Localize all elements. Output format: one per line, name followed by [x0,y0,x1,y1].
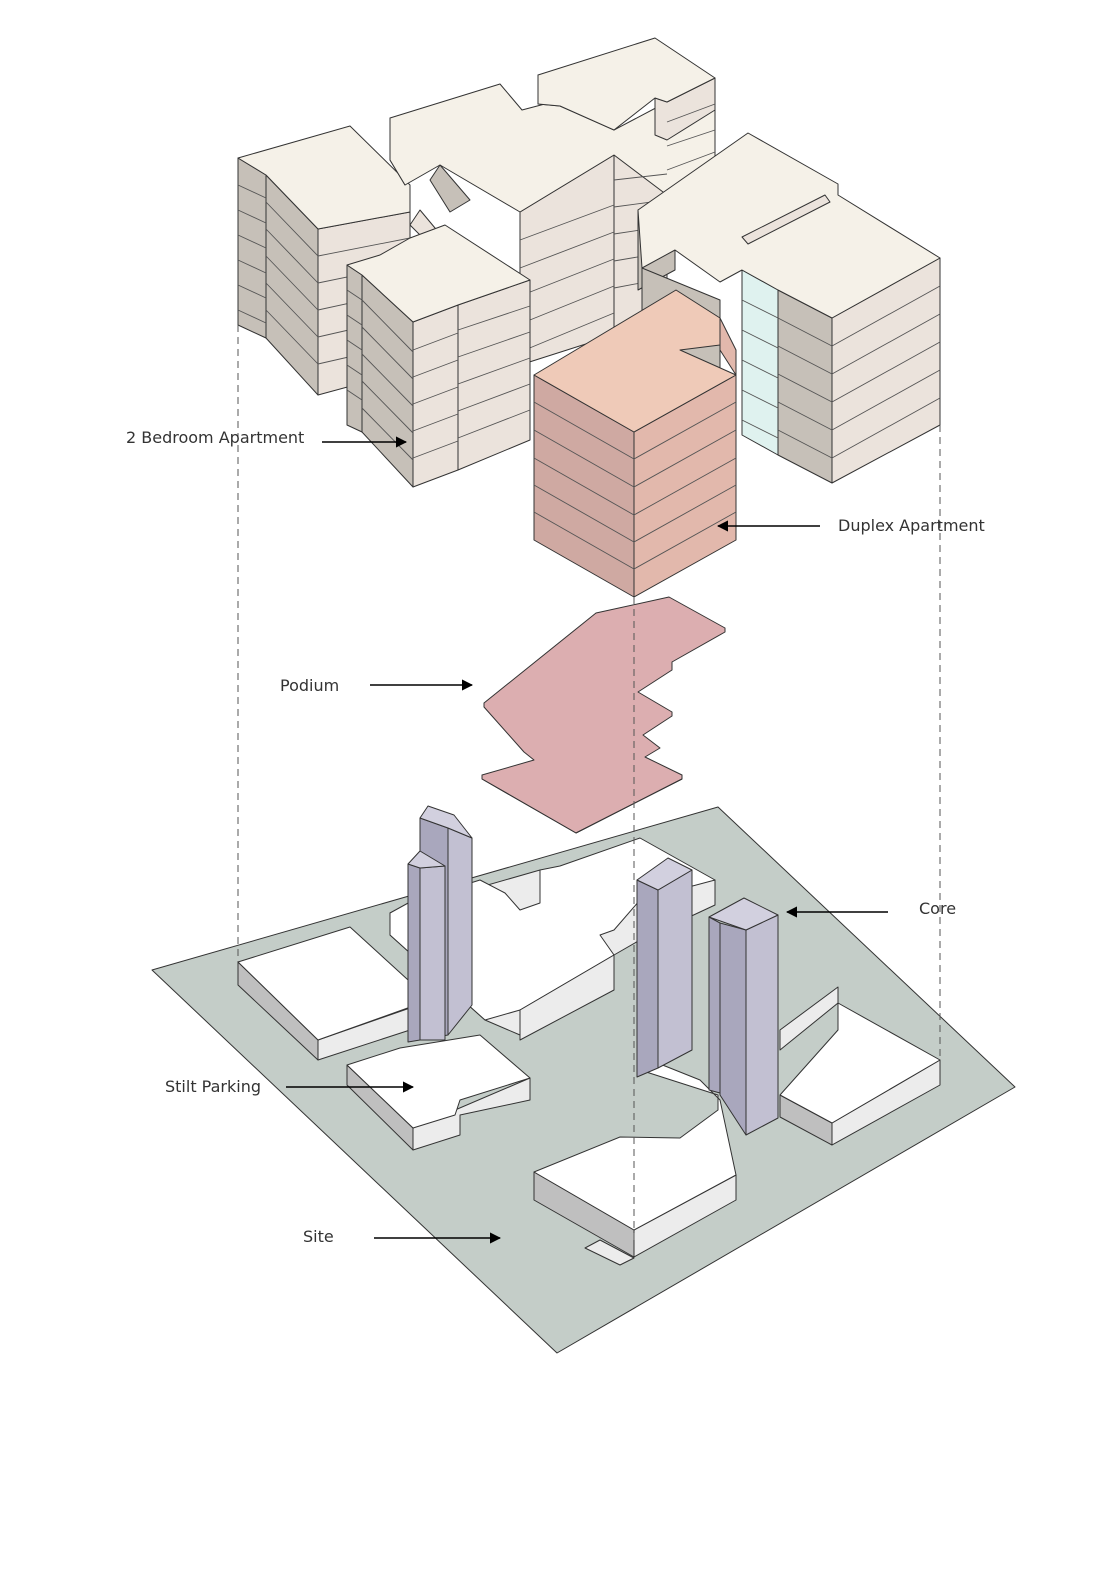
podium-label: Podium [280,676,340,695]
site-label: Site [303,1227,334,1246]
upper-right-tower [537,37,716,141]
core-label: Core [919,899,957,918]
core-right-rear [636,857,693,1078]
two-bedroom-apartment-label: 2 Bedroom Apartment [126,428,305,447]
stilt-parking-label: Stilt Parking [165,1077,261,1096]
core-left-front [407,850,446,1043]
duplex-floor-lines [533,401,737,570]
vertical-guide-lines [237,325,941,1240]
podium-slab [481,596,726,834]
front-wing-floor-lines [346,289,531,461]
right-wing-floor-lines [741,285,941,459]
core-right-front [708,897,779,1136]
duplex-apartment-label: Duplex Apartment [838,516,985,535]
two-bedroom-wing-front [346,224,531,488]
